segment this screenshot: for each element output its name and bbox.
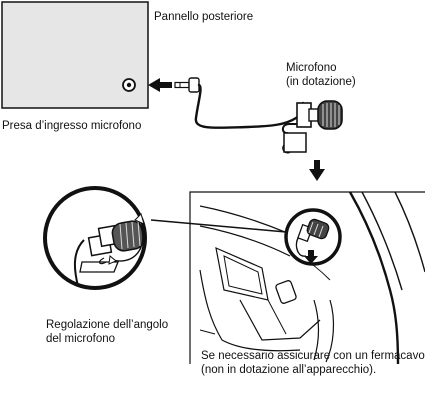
angle-adjust-label: Regolazione dell’angolo del microfono (46, 318, 168, 346)
clamp-note: Se necessario assicurare con un fermacav… (201, 349, 425, 377)
microphone-label: Microfono (in dotazione) (286, 61, 356, 89)
dashboard-frame (189, 191, 425, 364)
mic-jack-icon (122, 78, 136, 92)
dashboard-illustration (199, 191, 425, 365)
mic-cable (194, 83, 305, 129)
callout-line (150, 219, 287, 233)
angle-adjust-label-line1: Regolazione dell’angolo (46, 319, 169, 331)
rear-panel-label: Pannello posteriore (154, 11, 254, 23)
clamp-note-line1: Se necessario assicurare con un fermacav… (201, 350, 425, 362)
mic-jack-label: Presa d’ingresso microfono (2, 120, 142, 132)
microphone-icon (281, 100, 343, 154)
microphone-label-line1: Microfono (286, 62, 337, 74)
angle-adjust-label-line2: del microfono (46, 333, 116, 345)
rear-panel (1, 1, 149, 109)
rotate-arrow-icon (108, 213, 145, 265)
clamp-note-line2: (non in dotazione all’apparecchio). (201, 364, 377, 376)
insert-arrow-icon (148, 78, 172, 92)
mounted-mic-highlight (284, 208, 342, 266)
microphone-label-line2: (in dotazione) (286, 76, 356, 88)
plug-icon (174, 77, 200, 93)
angle-adjust-zoom (43, 186, 147, 290)
down-arrow-icon (309, 160, 325, 181)
